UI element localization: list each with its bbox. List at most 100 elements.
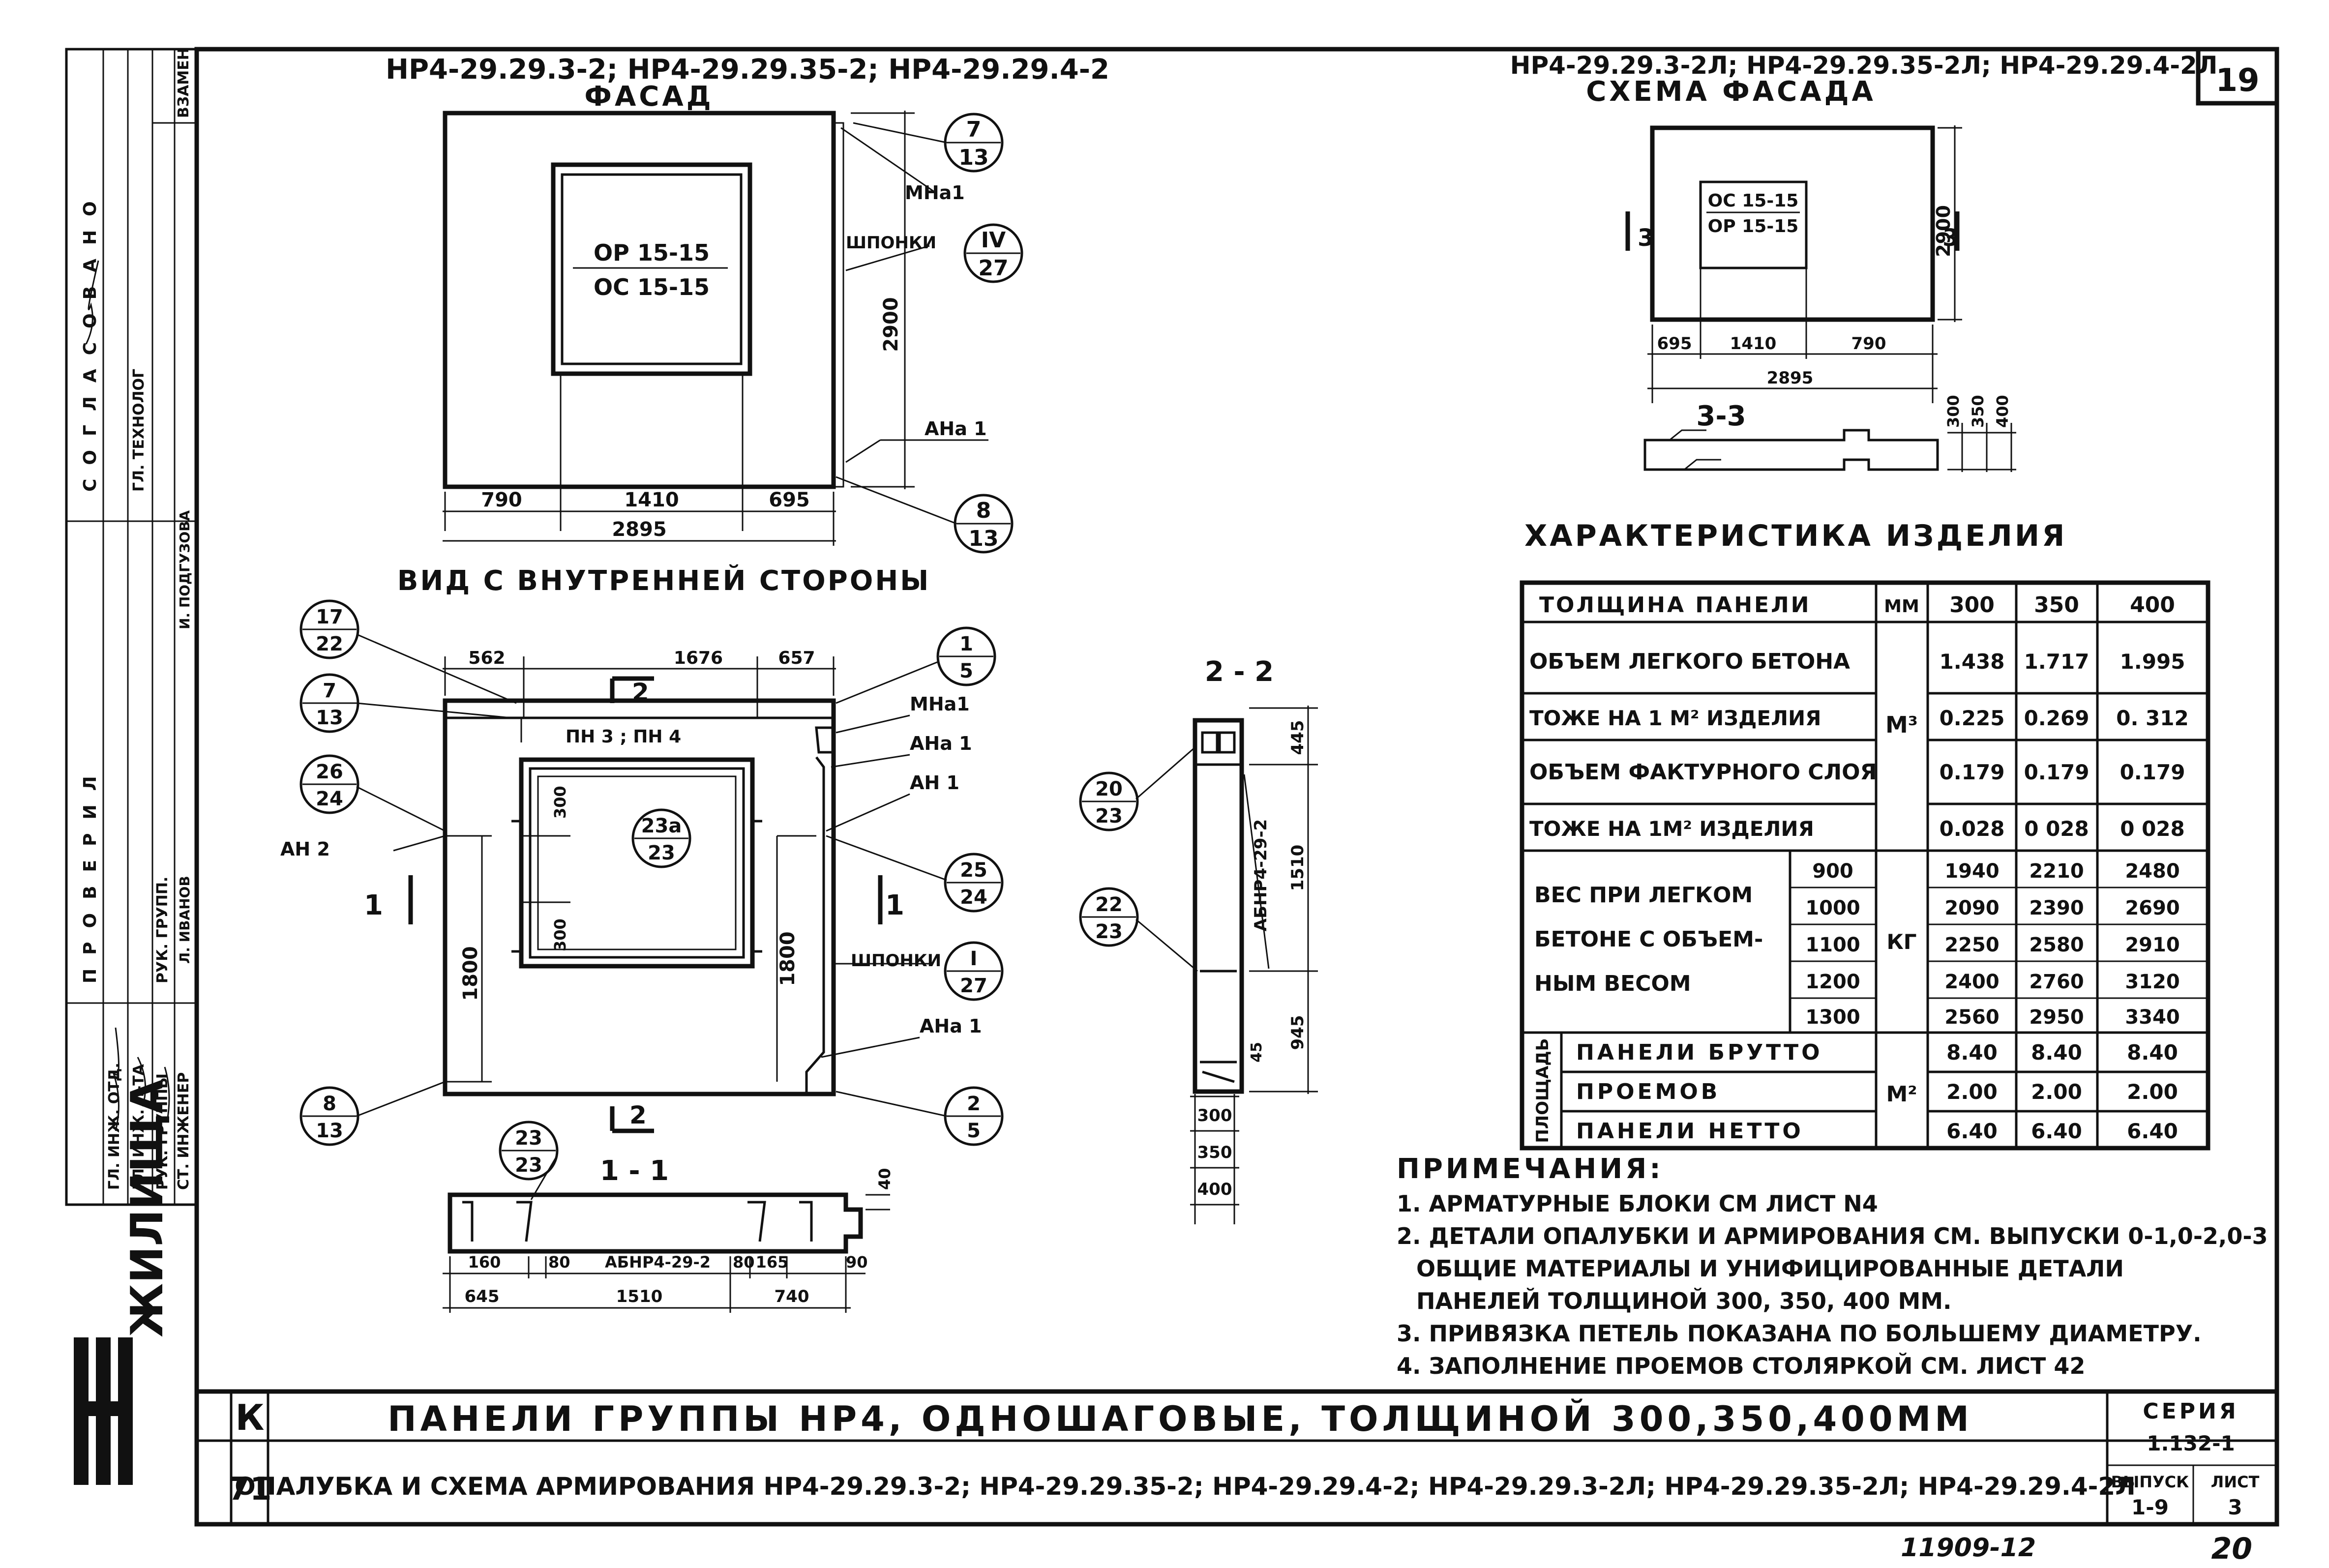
svg-text:80: 80 xyxy=(548,1253,570,1272)
svg-text:900: 900 xyxy=(1812,860,1853,883)
svg-text:АБНР4-29-2: АБНР4-29-2 xyxy=(605,1253,711,1272)
note-3: 3. ПРИВЯЗКА ПЕТЕЛЬ ПОКАЗАНА ПО БОЛЬШЕМУ … xyxy=(1397,1320,2202,1347)
svg-text:40: 40 xyxy=(875,1168,894,1190)
svg-text:945: 945 xyxy=(1288,1015,1308,1050)
svg-text:ШПОНКИ: ШПОНКИ xyxy=(851,951,941,971)
svg-text:1: 1 xyxy=(364,889,383,921)
scheme-subtitle: СХЕМА ФАСАДА xyxy=(1586,76,1876,108)
svg-text:165: 165 xyxy=(756,1253,789,1272)
svg-text:БЕТОНЕ С ОБЪЕМ-: БЕТОНЕ С ОБЪЕМ- xyxy=(1534,927,1763,952)
svg-text:445: 445 xyxy=(1288,720,1308,755)
svg-text:6.40: 6.40 xyxy=(2127,1119,2178,1143)
svg-text:400: 400 xyxy=(2130,592,2175,618)
svg-text:0.179: 0.179 xyxy=(2024,760,2090,784)
title-code: 71 xyxy=(228,1471,271,1508)
svg-text:НЫМ ВЕСОМ: НЫМ ВЕСОМ xyxy=(1534,971,1691,996)
svg-text:3: 3 xyxy=(1942,224,1959,252)
svg-text:300: 300 xyxy=(1197,1106,1232,1125)
svg-text:695: 695 xyxy=(1657,334,1692,354)
scheme-panel: ОС 15-15 ОР 15-15 3 3 2900 695 1410 790 … xyxy=(1625,125,2016,472)
svg-text:23: 23 xyxy=(515,1127,542,1150)
svg-text:1.438: 1.438 xyxy=(1940,650,2005,674)
svg-text:ПАНЕЛИ БРУТТО: ПАНЕЛИ БРУТТО xyxy=(1576,1040,1823,1065)
series-label: СЕРИЯ xyxy=(2143,1399,2239,1424)
svg-text:350: 350 xyxy=(1969,395,1987,428)
svg-text:2400: 2400 xyxy=(1944,971,1999,993)
characteristics-table: ТОЛЩИНА ПАНЕЛИ ММ 300 350 400 ОБЪЕМ ЛЕГК… xyxy=(1520,580,2210,1151)
svg-text:350: 350 xyxy=(2034,592,2079,618)
facade-subtitle: ФАСАД xyxy=(584,81,714,113)
svg-text:2690: 2690 xyxy=(2125,897,2180,919)
svg-text:АНа 1: АНа 1 xyxy=(920,1015,982,1037)
svg-text:23: 23 xyxy=(1095,920,1123,943)
note-2c: ПАНЕЛЕЙ ТОЛЩИНОЙ 300, 350, 400 ММ. xyxy=(1416,1288,1952,1314)
svg-text:350: 350 xyxy=(1197,1143,1232,1162)
svg-text:ОС 15-15: ОС 15-15 xyxy=(1708,191,1799,211)
svg-text:27: 27 xyxy=(978,256,1008,281)
title-letter: К xyxy=(236,1397,265,1438)
svg-text:22: 22 xyxy=(1095,893,1123,916)
svg-text:2: 2 xyxy=(967,1093,981,1115)
svg-text:740: 740 xyxy=(775,1287,809,1306)
svg-text:23: 23 xyxy=(515,1154,542,1177)
svg-text:2090: 2090 xyxy=(1944,897,1999,919)
stamp-org: ЖИЛИЩА xyxy=(121,1079,173,1337)
svg-text:25: 25 xyxy=(960,859,987,882)
svg-text:3120: 3120 xyxy=(2125,971,2180,993)
facade-label-ana: АНа 1 xyxy=(925,418,987,440)
sub-title: ОПАЛУБКА И СХЕМА АРМИРОВАНИЯ НР4-29.29.3… xyxy=(235,1472,2135,1501)
facade-title-marks: НР4-29.29.3-2; НР4-29.29.35-2; НР4-29.29… xyxy=(386,54,1109,86)
svg-text:М²: М² xyxy=(1886,1082,1917,1107)
facade-dim-height: 2900 xyxy=(880,297,902,352)
notes-block: ПРИМЕЧАНИЯ: 1. АРМАТУРНЫЕ БЛОКИ СМ ЛИСТ … xyxy=(1397,1153,2301,1382)
facade-dim-mid: 1410 xyxy=(624,489,679,511)
svg-text:400: 400 xyxy=(1993,395,2012,428)
svg-text:I: I xyxy=(970,947,978,970)
svg-text:23: 23 xyxy=(648,842,675,864)
stamp-group: РУК. ГРУПП. xyxy=(154,877,171,983)
scheme-title-marks: НР4-29.29.3-2Л; НР4-29.29.35-2Л; НР4-29.… xyxy=(1510,51,2218,80)
svg-text:М³: М³ xyxy=(1885,711,1918,738)
svg-text:13: 13 xyxy=(968,526,998,551)
section-1-1: 23 23 1 - 1 40 160 80 АБНР4-29-2 80 165 … xyxy=(443,1121,894,1313)
scheme-section-title: 3-3 xyxy=(1696,400,1746,432)
svg-text:0.028: 0.028 xyxy=(1940,817,2005,841)
sheet-value: 3 xyxy=(2228,1495,2242,1519)
svg-text:13: 13 xyxy=(958,145,988,170)
svg-text:160: 160 xyxy=(468,1253,501,1272)
note-4: 4. ЗАПОЛНЕНИЕ ПРОЕМОВ СТОЛЯРКОЙ СМ. ЛИСТ… xyxy=(1397,1353,2086,1379)
svg-text:ОБЪЕМ ФАКТУРНОГО СЛОЯ: ОБЪЕМ ФАКТУРНОГО СЛОЯ xyxy=(1529,760,1877,785)
svg-text:24: 24 xyxy=(316,788,343,810)
svg-text:5: 5 xyxy=(967,1120,981,1142)
svg-text:ПРОЕМОВ: ПРОЕМОВ xyxy=(1576,1079,1720,1104)
svg-text:0.225: 0.225 xyxy=(1940,706,2005,730)
svg-text:1100: 1100 xyxy=(1805,934,1860,956)
svg-text:22: 22 xyxy=(316,633,343,655)
svg-text:0.179: 0.179 xyxy=(1940,760,2005,784)
archive-number: 11909-12 xyxy=(1901,1533,2036,1563)
svg-text:90: 90 xyxy=(846,1253,868,1272)
svg-text:1.995: 1.995 xyxy=(2120,650,2185,674)
facade-window xyxy=(551,162,752,376)
svg-text:0. 312: 0. 312 xyxy=(2116,706,2188,730)
issue-value: 1-9 xyxy=(2131,1495,2169,1519)
svg-text:300: 300 xyxy=(1944,395,1963,428)
svg-text:2895: 2895 xyxy=(1767,368,1814,388)
svg-text:ТОЖЕ НА 1М² ИЗДЕЛИЯ: ТОЖЕ НА 1М² ИЗДЕЛИЯ xyxy=(1529,817,1814,841)
svg-text:7: 7 xyxy=(966,117,982,142)
facade-window-label-1: ОР 15-15 xyxy=(594,239,710,266)
facade-label-shponki: ШПОНКИ xyxy=(846,233,936,253)
left-stamp: СТ. ИНЖЕНЕР РУК. ГРУППЫ ГЛ. ИНЖ. П-ТА ГЛ… xyxy=(65,48,198,1485)
svg-text:2.00: 2.00 xyxy=(2031,1080,2082,1104)
stamp-row-1: ГЛ. ИНЖ. ОТД. xyxy=(106,1063,123,1190)
svg-text:2760: 2760 xyxy=(2029,971,2084,993)
svg-text:7: 7 xyxy=(323,680,336,702)
facade-label-mna: МНа1 xyxy=(905,182,965,204)
svg-text:2: 2 xyxy=(632,678,649,707)
svg-text:2.00: 2.00 xyxy=(1946,1080,1998,1104)
svg-text:1300: 1300 xyxy=(1805,1006,1860,1029)
svg-text:2910: 2910 xyxy=(2125,934,2180,956)
svg-text:1510: 1510 xyxy=(1288,845,1308,891)
svg-text:2900: 2900 xyxy=(1933,205,1954,257)
